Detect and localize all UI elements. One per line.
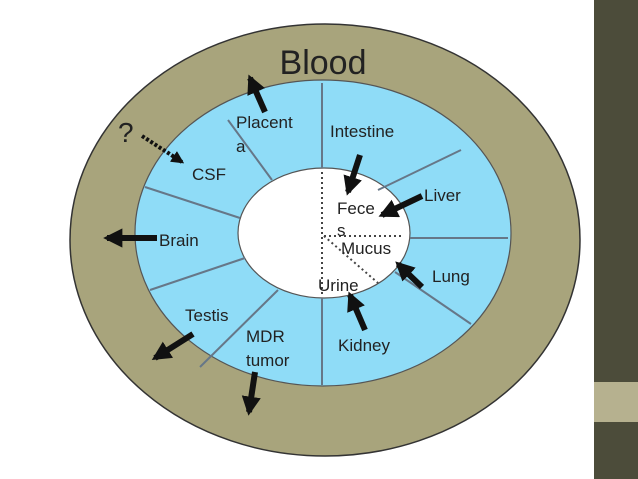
- feces-label-line1: Fece: [337, 199, 375, 218]
- brain-label: Brain: [159, 231, 199, 250]
- transport-arrows: [103, 74, 425, 416]
- lung-label: Lung: [432, 267, 470, 286]
- kidney-label: Kidney: [338, 336, 390, 355]
- arrow-testis-to-outside: [151, 331, 195, 361]
- compartment-dividers: [144, 83, 508, 385]
- csf-label: CSF: [192, 165, 226, 184]
- feces-label-line2: s: [337, 221, 346, 240]
- excretion-paths: [321, 172, 404, 295]
- mdr-tumor-label-line1: MDR: [246, 327, 285, 346]
- unknown-mark: ?: [118, 117, 134, 148]
- arrow-lung-to-mucus: [395, 261, 425, 290]
- central-compartment: [237, 167, 411, 299]
- placenta-label-line1: Placent: [236, 113, 293, 132]
- placenta-label-line2: a: [236, 137, 246, 156]
- mucus-label: Mucus: [341, 239, 391, 258]
- arrow-intestine-to-feces: [343, 154, 363, 196]
- arrow-kidney-to-urine: [347, 291, 368, 332]
- arrow-placenta-to-blood: [247, 74, 268, 114]
- mdr-tumor-label-line2: tumor: [246, 351, 290, 370]
- side-bar-light: [594, 382, 638, 422]
- arrow-liver-to-center: [378, 193, 424, 218]
- liver-label: Liver: [424, 186, 461, 205]
- arrow-unknown-to-csf: [140, 134, 185, 164]
- testis-label: Testis: [185, 306, 228, 325]
- intestine-label: Intestine: [330, 122, 394, 141]
- arrow-mdr-tumor-to-outside: [241, 371, 261, 416]
- blood-label: Blood: [280, 44, 367, 82]
- urine-label: Urine: [318, 276, 359, 295]
